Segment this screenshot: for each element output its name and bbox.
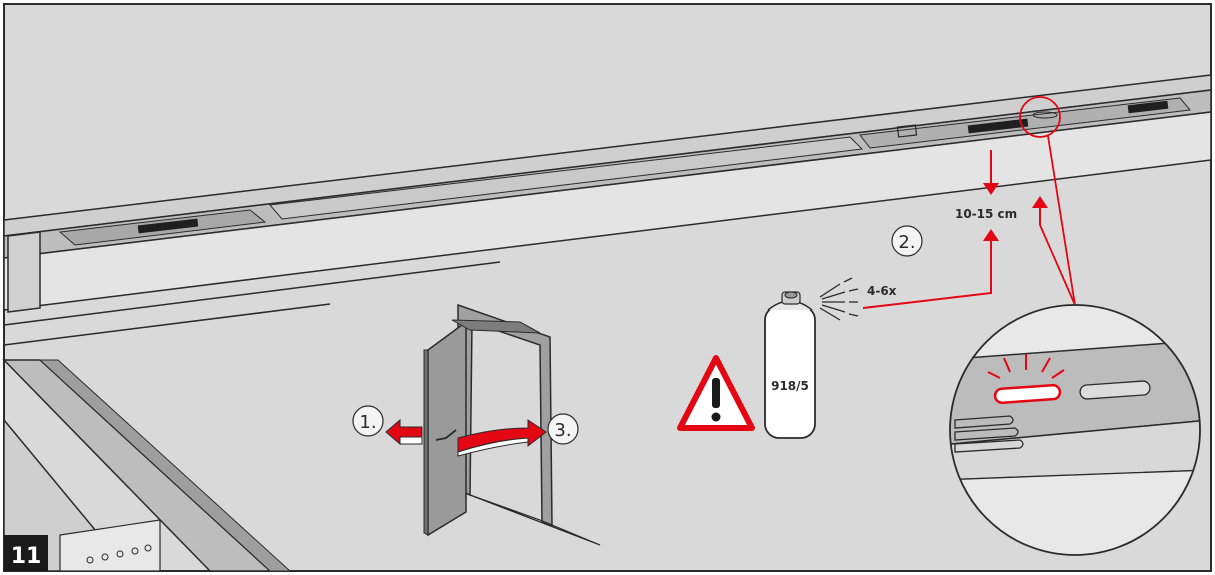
step-2-marker — [891, 225, 923, 257]
distance-label: 10-15 cm — [955, 207, 1017, 221]
door-operator-housing — [3, 89, 1212, 313]
spray-can-label: 918/5 — [771, 379, 809, 393]
vent-right — [1127, 100, 1169, 114]
led-indicator-icon — [987, 354, 1065, 404]
step-1-arrow — [385, 418, 423, 446]
vent-middle — [967, 118, 1029, 134]
door-handle-icon — [435, 429, 457, 441]
callout-lines — [1019, 96, 1076, 306]
step-1-label: 1. — [359, 412, 376, 433]
arrow-up-icon — [983, 229, 999, 241]
warning-triangle-icon — [677, 355, 755, 431]
step-3-arrow — [457, 419, 547, 457]
vent-left — [137, 218, 199, 234]
step-1-marker — [352, 405, 384, 437]
figure-number-badge — [4, 535, 48, 571]
step-3-label: 3. — [554, 420, 571, 441]
spray-count-label: 4-6x — [867, 284, 897, 298]
spray-can-icon — [764, 291, 816, 439]
step-2-label: 2. — [898, 232, 915, 253]
door-illustration — [423, 303, 601, 546]
arrow-up-icon-right — [1032, 196, 1048, 208]
step-3-marker — [547, 413, 579, 445]
arrow-down-icon — [983, 183, 999, 195]
figure-number: 11 — [11, 544, 42, 569]
spray-lines — [819, 277, 859, 321]
wall-edge-lines — [3, 261, 501, 346]
lower-left-structure — [2, 359, 292, 572]
